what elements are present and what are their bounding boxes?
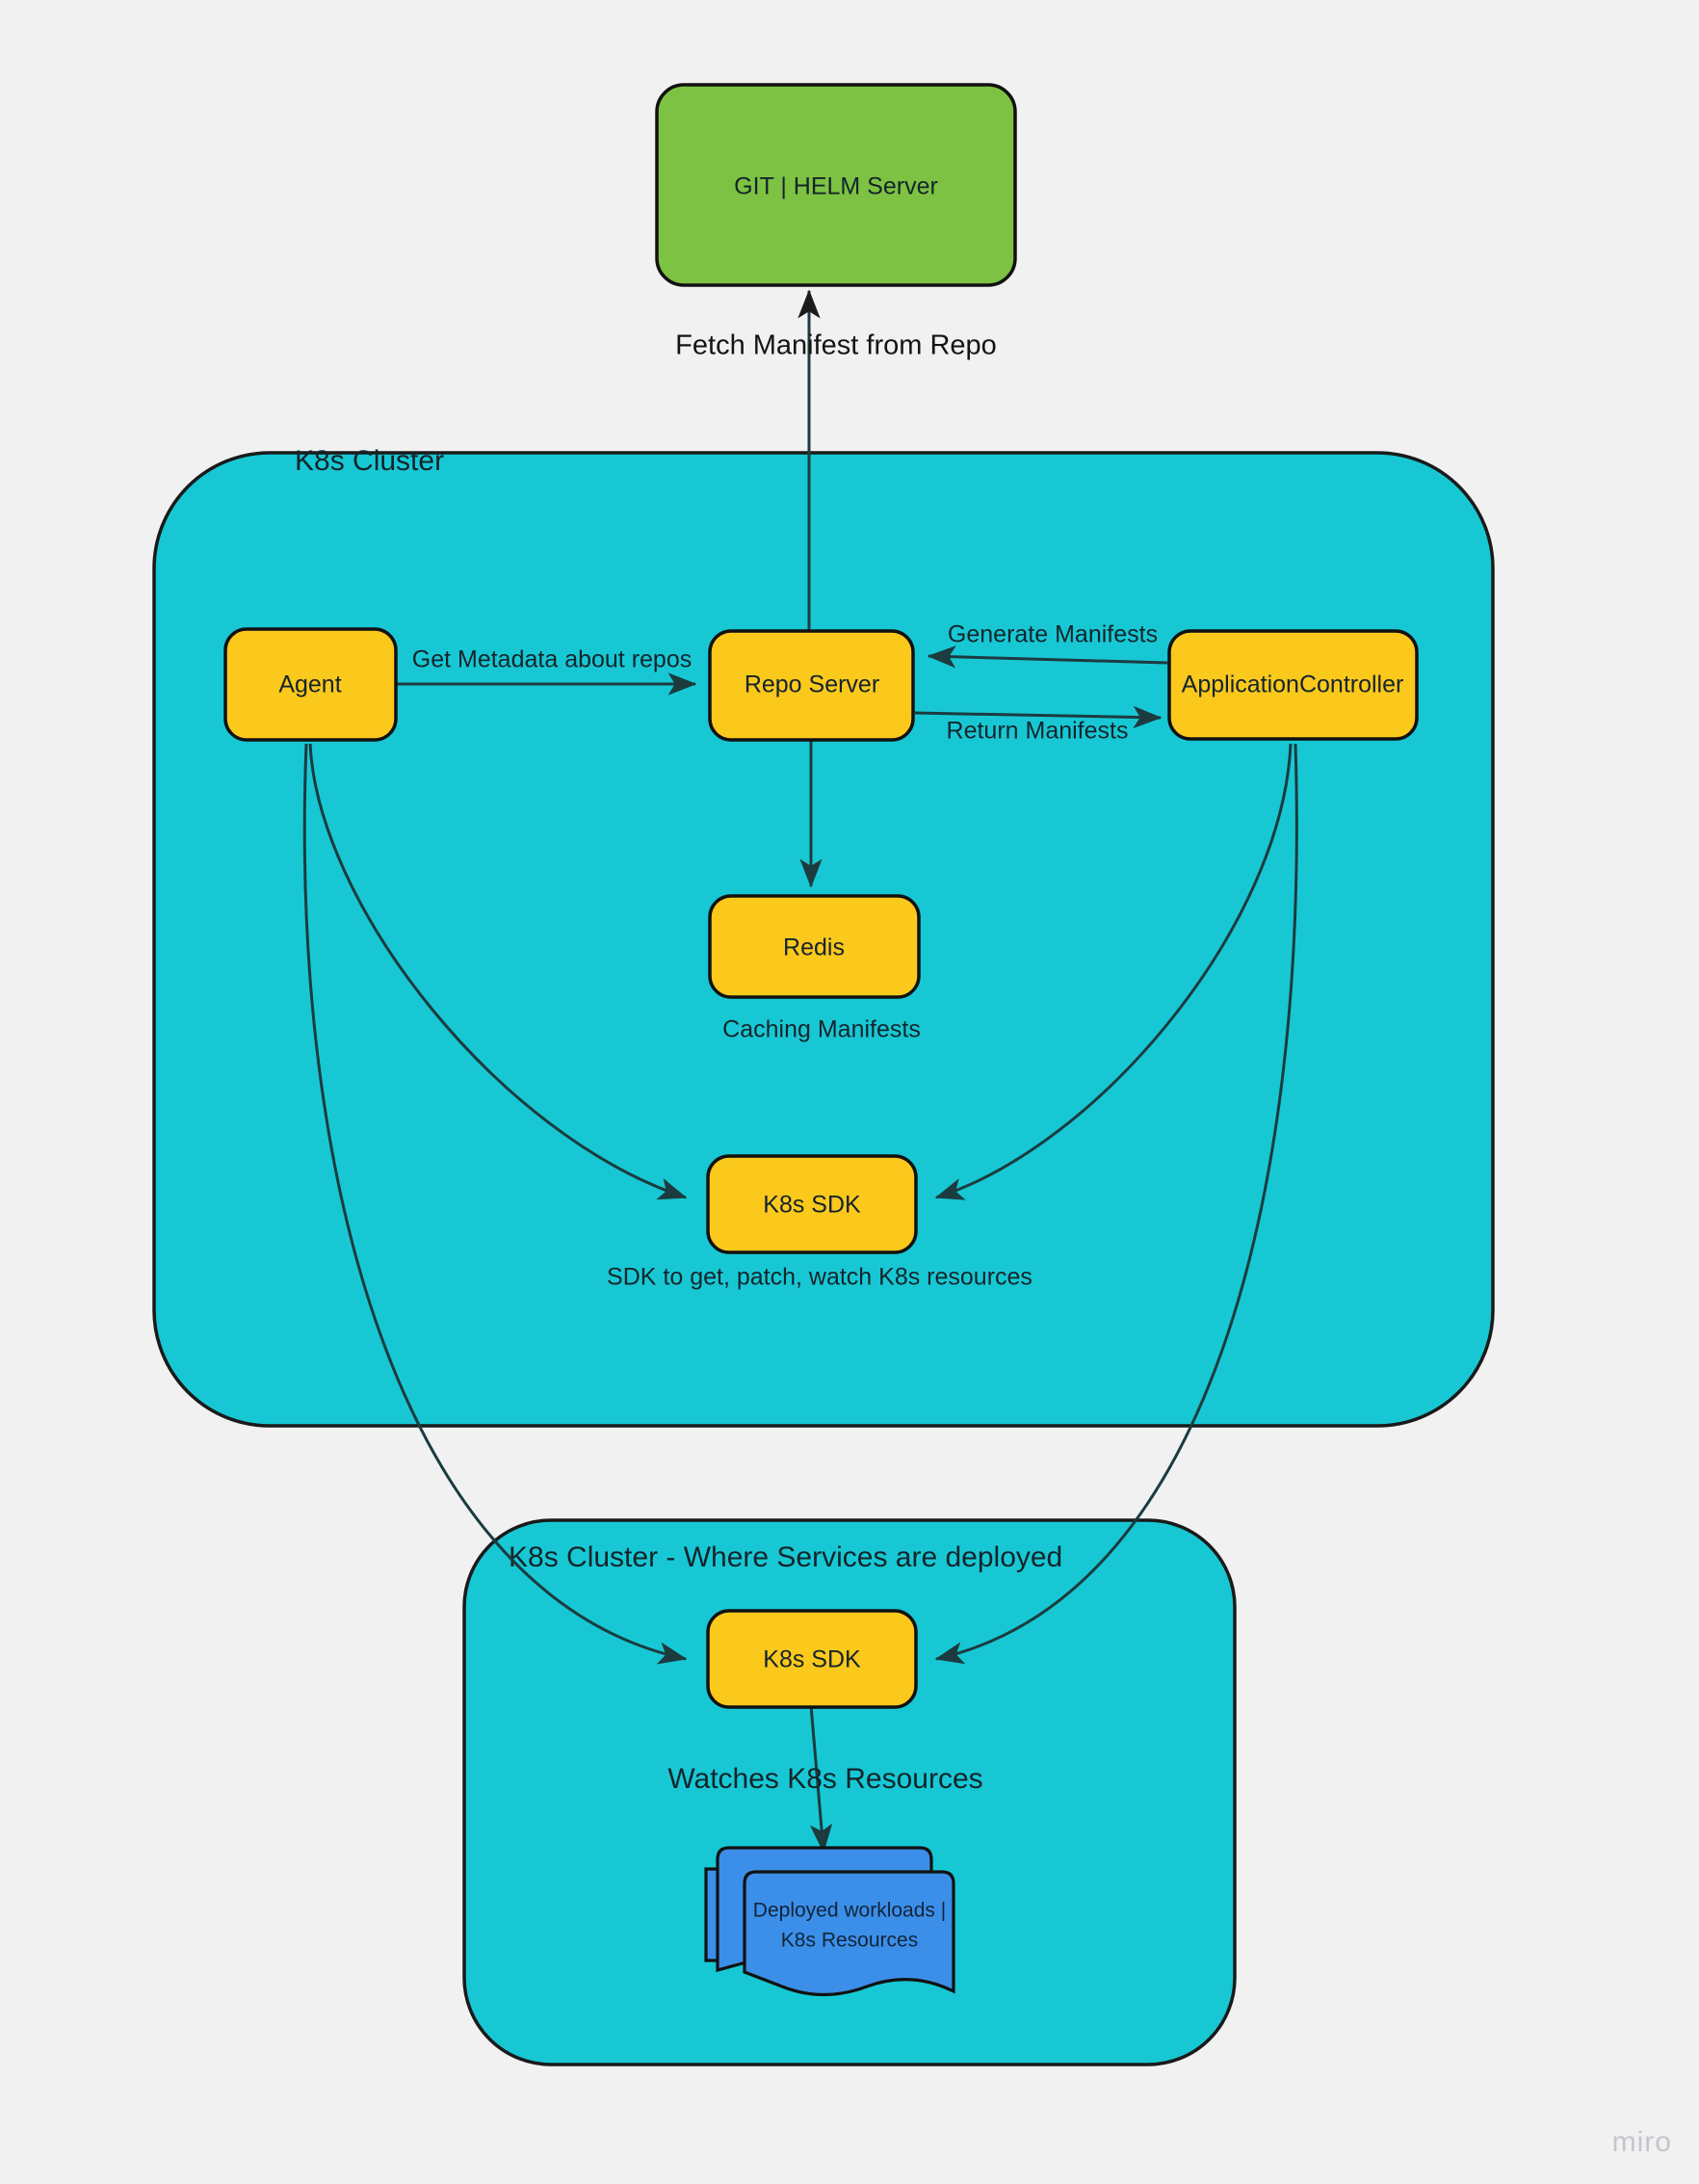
- edge-agent-to-lower-k8s-sdk: [302, 743, 688, 1665]
- node-deployed-workloads-line1: Deployed workloads |: [753, 1900, 946, 1922]
- node-repo-server[interactable]: [708, 629, 915, 742]
- edge-appcontroller-to-k8s-sdk: [934, 743, 1293, 1200]
- node-k8s-sdk-upper[interactable]: [706, 1154, 918, 1254]
- node-k8s-sdk-upper-label: K8s SDK: [763, 1192, 861, 1219]
- node-application-controller[interactable]: [1167, 629, 1419, 741]
- node-redis-label: Redis: [783, 934, 845, 961]
- node-agent-label: Agent: [278, 671, 341, 698]
- cluster-workload-label: K8s Cluster - Where Services are deploye…: [509, 1541, 1062, 1573]
- edge-watches-k8s-resources: [809, 1704, 833, 1854]
- node-git-helm-server[interactable]: [655, 83, 1017, 287]
- node-k8s-sdk-upper-caption: SDK to get, patch, watch K8s resources: [607, 1264, 1032, 1291]
- node-k8s-sdk-lower[interactable]: [706, 1609, 918, 1709]
- edge-appcontroller-to-lower-k8s-sdk: [934, 743, 1298, 1665]
- node-k8s-sdk-lower-label: K8s SDK: [763, 1646, 861, 1673]
- miro-watermark: miro: [1611, 2126, 1672, 2158]
- node-application-controller-label: ApplicationController: [1182, 671, 1404, 698]
- node-deployed-workloads-line2: K8s Resources: [781, 1930, 918, 1952]
- cluster-control-plane-label: K8s Cluster: [295, 445, 444, 477]
- edge-label-watches-k8s-resources: Watches K8s Resources: [667, 1763, 982, 1795]
- edge-label-fetch-manifest: Fetch Manifest from Repo: [675, 330, 997, 361]
- node-deployed-workloads[interactable]: [743, 1870, 955, 1997]
- node-redis-caption: Caching Manifests: [722, 1016, 921, 1043]
- edge-agent-to-k8s-sdk: [308, 743, 688, 1200]
- node-git-helm-server-label: GIT | HELM Server: [734, 173, 938, 200]
- node-agent[interactable]: [223, 627, 398, 742]
- edge-return-manifests: [914, 705, 1163, 729]
- edge-label-get-metadata: Get Metadata about repos: [412, 646, 692, 673]
- edge-generate-manifests: [927, 645, 1168, 669]
- node-repo-server-label: Repo Server: [745, 671, 879, 698]
- node-redis[interactable]: [708, 894, 921, 999]
- edge-label-return-manifests: Return Manifests: [947, 718, 1129, 745]
- edge-label-generate-manifests: Generate Manifests: [948, 621, 1158, 648]
